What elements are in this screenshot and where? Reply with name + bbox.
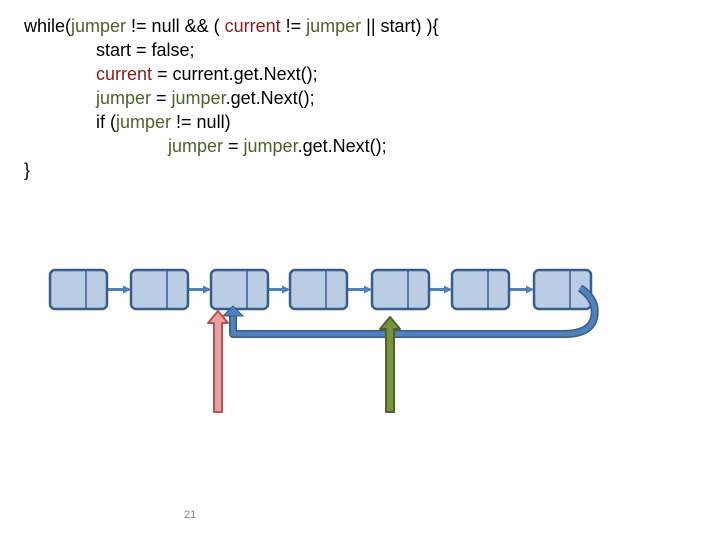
code-line-jumper: jumper = jumper.get.Next();	[24, 86, 439, 110]
list-node	[209, 268, 270, 311]
code-line-if: if (jumper != null)	[24, 110, 439, 134]
code-token-current: current	[96, 64, 153, 84]
code-token-jumper: jumper	[96, 88, 152, 108]
slide-number: 21	[184, 509, 197, 521]
list-node	[288, 268, 349, 311]
code-token: .get.Next();	[297, 136, 387, 156]
code-token: .get.Next();	[225, 88, 315, 108]
code-line-while: while(jumper != null && ( current != jum…	[24, 14, 439, 38]
code-token: while(	[24, 16, 72, 36]
code-token: = current.get.Next();	[152, 64, 318, 84]
code-token-jumper: jumper	[71, 16, 127, 36]
code-token-jumper: jumper	[306, 16, 362, 36]
code-token: if (	[96, 112, 116, 132]
list-node	[532, 268, 593, 311]
code-token-jumper: jumper	[116, 112, 172, 132]
code-token: =	[223, 136, 244, 156]
jumper-pointer-arrow	[379, 316, 401, 413]
loop-back-path	[230, 285, 598, 337]
code-token: != null)	[171, 112, 231, 132]
code-token: || start) ){	[361, 16, 439, 36]
code-token: !=	[280, 16, 307, 36]
code-token-jumper: jumper	[171, 88, 226, 108]
code-token: != null && (	[126, 16, 225, 36]
code-line-jumper-inner: jumper = jumper.get.Next();	[24, 134, 439, 158]
loop-back-arrowhead	[221, 305, 245, 317]
code-line-close: }	[24, 158, 439, 182]
code-token: }	[24, 160, 31, 180]
list-node	[129, 268, 190, 311]
code-token: start = false;	[96, 40, 195, 60]
list-node	[48, 268, 109, 311]
code-token-current: current	[224, 16, 281, 36]
code-block: while(jumper != null && ( current != jum…	[24, 14, 439, 182]
code-line-current: current = current.get.Next();	[24, 62, 439, 86]
code-token-jumper: jumper	[168, 136, 224, 156]
code-token: =	[151, 88, 172, 108]
list-node	[450, 268, 511, 311]
code-line-start: start = false;	[24, 38, 439, 62]
current-pointer-arrow	[207, 310, 229, 413]
list-node	[370, 268, 431, 311]
code-token-jumper: jumper	[243, 136, 298, 156]
